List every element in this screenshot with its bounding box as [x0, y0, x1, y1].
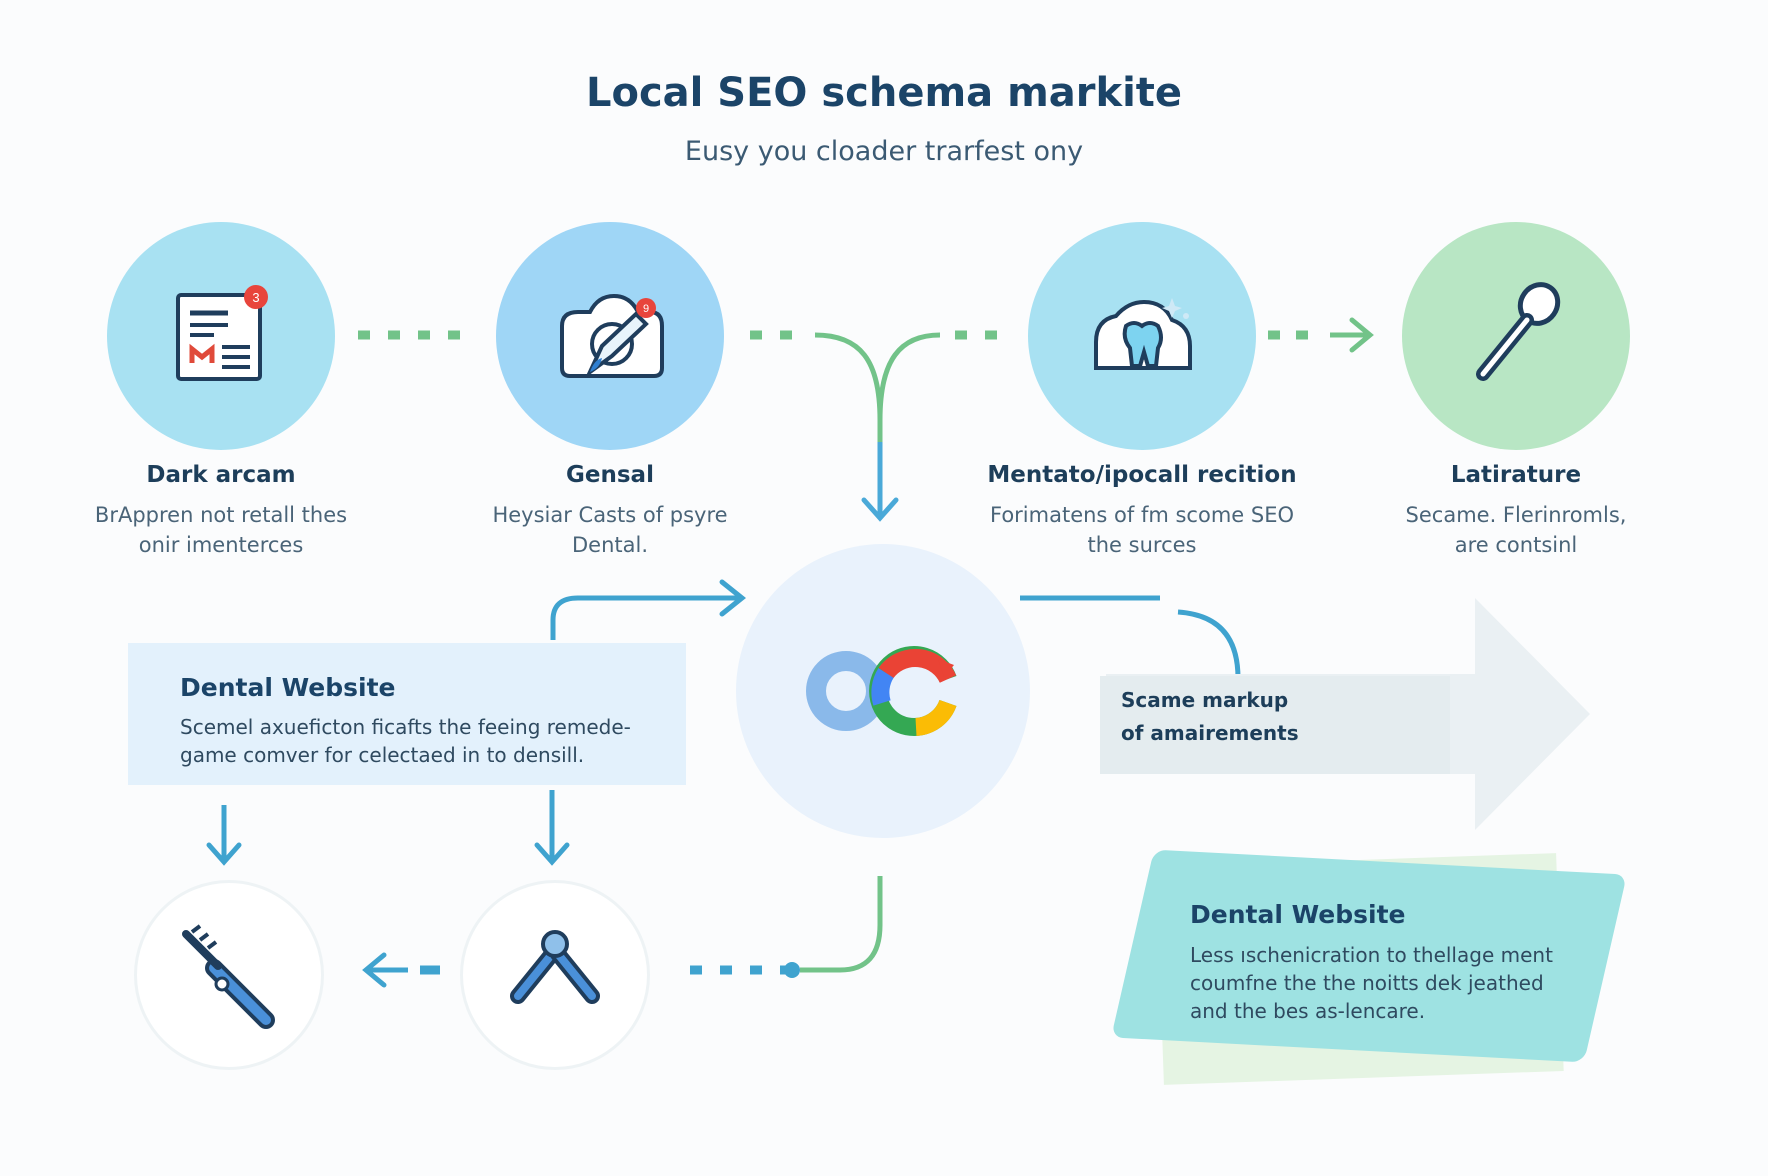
step-1-label: Dark arcam: [146, 462, 296, 488]
hub-circle: [736, 544, 1030, 838]
dental-mirror-icon: [1476, 282, 1561, 381]
step-1-badge: 3: [252, 290, 259, 305]
step-2-description: Heysiar Casts of psyre Dental.: [449, 500, 771, 560]
step-4-desc-line2: are contsinl: [1454, 533, 1578, 557]
photo-edit-icon: 9: [560, 293, 664, 379]
step-1-description: BrAppren not retall thes onir imenterces: [60, 500, 382, 560]
step-2-circle: 9: [496, 222, 724, 450]
dental-tool-icon: [510, 930, 600, 1004]
step-3-circle: [1028, 222, 1256, 450]
card-right-line1: Less ıschenicration to thellage ment: [1190, 943, 1553, 967]
step-1-desc-line1: BrAppren not retall thes: [94, 503, 348, 527]
step-3-desc-line2: the surces: [1087, 533, 1197, 557]
step-2-badge: 9: [643, 303, 649, 315]
step-2-desc-line2: Dental.: [571, 533, 648, 557]
step-2-label: Gensal: [566, 462, 654, 488]
tooth-icon: [1094, 298, 1192, 370]
card-left-title: Dental Website: [180, 673, 396, 702]
diagram-title: Local SEO schema markite: [585, 70, 1183, 116]
merge-arrowhead: [861, 497, 899, 522]
step-3-label: Mentato/ipocall recition: [987, 462, 1297, 488]
step-4-label: Latirature: [1450, 462, 1582, 488]
arrow-panel-line1: Scame markup: [1121, 688, 1289, 712]
google-logo-icon: [806, 646, 957, 736]
diagram-subtitle: Eusy you cloader trarfest ony: [684, 136, 1084, 167]
step4-arrowhead: [1349, 317, 1374, 353]
merge-curve: [814, 332, 941, 421]
tool-2-circle: [460, 880, 650, 1070]
card-to-hub-arrow: [550, 595, 740, 640]
hub-to-tools-curve: [800, 876, 883, 973]
card-right-text: Less ıschenicration to thellage ment cou…: [1190, 941, 1610, 1025]
card-right-line3: and the bes as-lencare.: [1190, 999, 1426, 1023]
document-icon: 3: [176, 285, 268, 381]
step-4-description: Secame. Flerinromls, are contsinl: [1355, 500, 1677, 560]
card-left-text: Scemel axueficton ficafts the feeing rem…: [180, 713, 670, 769]
card-right-content: Dental Website Less ıschenicration to th…: [1190, 900, 1610, 1025]
card-right-line2: coumfne the the noitts dek jeathed: [1190, 971, 1544, 995]
card-left-line1: Scemel axueficton ficafts the feeing rem…: [180, 715, 631, 739]
step-3-description: Forimatens of fm scome SEO the surces: [966, 500, 1318, 560]
arrow-panel-text: Scame markup of amairements: [1121, 684, 1299, 750]
card-left-line2: game comver for celectaed in to densill.: [180, 743, 585, 767]
step-4-circle: [1402, 222, 1630, 450]
step-4-desc-line1: Secame. Flerinromls,: [1405, 503, 1627, 527]
arrow-panel-line2: of amairements: [1121, 721, 1299, 745]
schema-arrow-panel: [1100, 598, 1590, 830]
step-1-desc-line2: onir imenterces: [138, 533, 304, 557]
step-1-circle: 3: [107, 222, 335, 450]
tool-1-circle: [134, 880, 324, 1070]
step-3-desc-line1: Forimatens of fm scome SEO: [989, 503, 1294, 527]
card-dental-website-left: Dental Website Scemel axueficton ficafts…: [128, 643, 686, 785]
toothbrush-icon: [182, 924, 275, 1029]
card-right-title: Dental Website: [1190, 900, 1406, 929]
step-2-desc-line1: Heysiar Casts of psyre: [492, 503, 728, 527]
